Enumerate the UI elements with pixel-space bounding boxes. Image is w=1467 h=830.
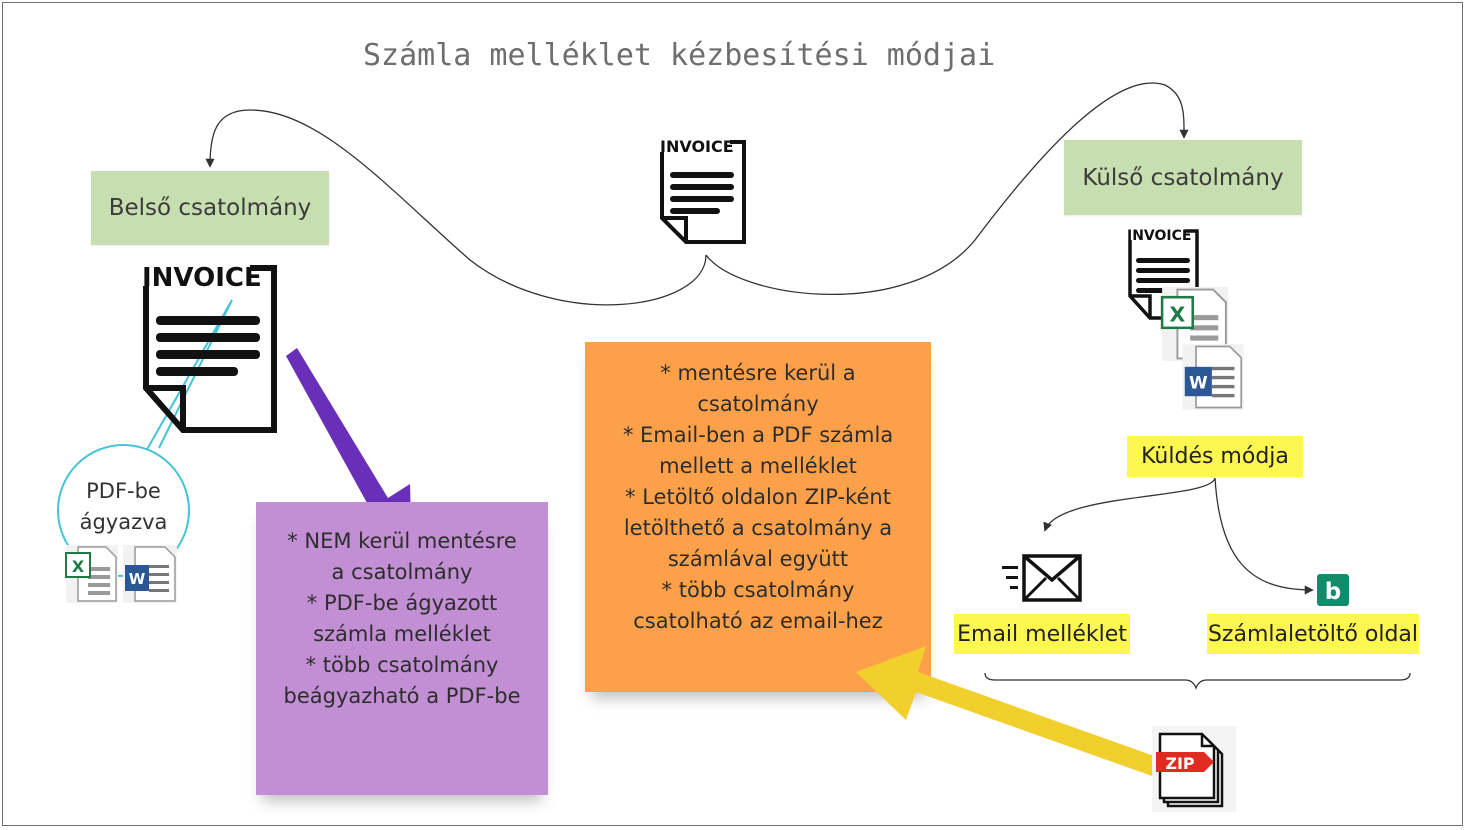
download-site-icon: b	[1317, 574, 1349, 606]
word-icon: W	[123, 545, 177, 603]
excel-letter: X	[72, 557, 85, 576]
invoice-icon: INVOICE	[660, 137, 746, 244]
invoice-word: INVOICE	[1127, 228, 1191, 244]
envelope-icon	[1002, 554, 1082, 602]
email-attachment-label: Email melléklet	[954, 614, 1130, 654]
word-letter: W	[1189, 372, 1208, 392]
zip-letter: ZIP	[1165, 754, 1195, 773]
download-site-letter: b	[1325, 579, 1341, 605]
invoice-download-site-label: Számlaletöltő oldal	[1207, 614, 1419, 654]
internal-attachment-label: Belső csatolmány	[91, 171, 329, 245]
external-attachment-note: * mentésre kerül a csatolmány * Email-be…	[585, 342, 931, 692]
invoice-word: INVOICE	[142, 263, 262, 293]
external-attachment-label: Külső csatolmány	[1064, 140, 1302, 215]
connector-to-external	[705, 82, 1189, 295]
excel-icon: X	[65, 545, 118, 603]
connector-to-download	[1214, 477, 1314, 595]
send-mode-label: Küldés módja	[1127, 436, 1303, 477]
connector-to-email	[1043, 477, 1216, 532]
word-icon: W	[1182, 344, 1244, 410]
invoice-word: INVOICE	[660, 137, 734, 156]
zip-icon: ZIP	[1152, 726, 1236, 812]
internal-attachment-note: * NEM kerül mentésre a csatolmány * PDF-…	[256, 502, 548, 795]
connector-to-internal	[205, 109, 707, 306]
invoice-icon-large: INVOICE	[142, 263, 277, 433]
diagram-title: Számla melléklet kézbesítési módjai	[363, 38, 996, 73]
excel-letter: X	[1170, 302, 1186, 326]
bracket	[984, 672, 1411, 690]
word-letter: W	[129, 570, 146, 588]
